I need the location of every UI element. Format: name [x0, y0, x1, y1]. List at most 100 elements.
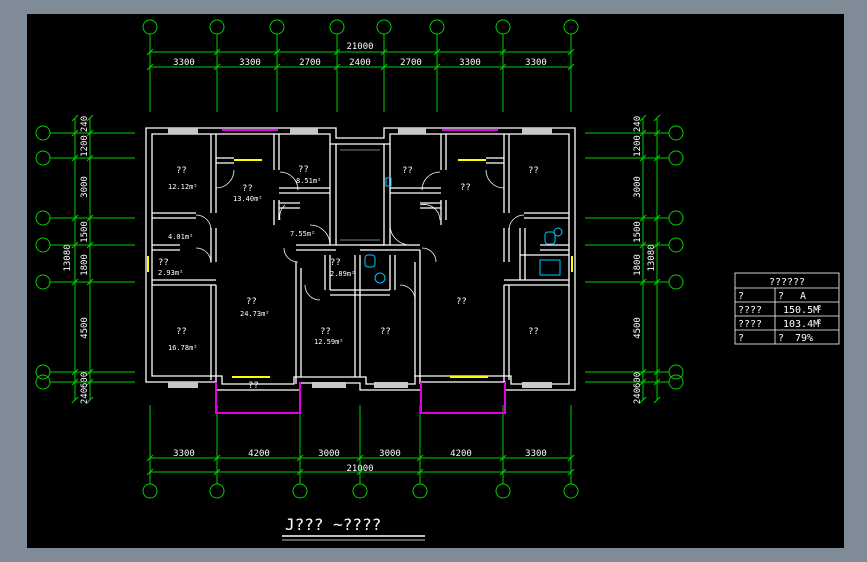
right-dim-7: 600 [633, 372, 643, 388]
right-total-dimension: 13080 [647, 244, 657, 271]
room-name: ?? [456, 297, 467, 307]
top-dim-4: 2400 [349, 58, 371, 68]
room-name: ?? [298, 165, 309, 175]
room-area: 12.59m² [314, 338, 344, 346]
axis-bubble [668, 274, 684, 290]
table-cell: ? [738, 291, 744, 302]
room-name: ?? [246, 297, 257, 307]
drawing-title: J??? ~???? [282, 515, 425, 541]
room-area: 7.55m² [290, 230, 315, 238]
right-segment-labels: 240 1200 3000 1500 1800 4500 600 240 [633, 116, 643, 404]
table-cell: A [800, 291, 806, 302]
left-dim-4: 1500 [80, 221, 90, 243]
axis-bubble [35, 125, 51, 141]
axis-bubble [376, 19, 392, 35]
axis-bubble [209, 483, 225, 499]
room-name: ?? [320, 327, 331, 337]
left-dimension-lines [71, 114, 94, 404]
bottom-dim-3: 3000 [318, 449, 340, 459]
right-dim-5: 1800 [633, 254, 643, 276]
top-total-dimension: 21000 [346, 42, 373, 52]
room-area: 8.51m² [296, 177, 321, 185]
axis-bubble [668, 374, 684, 390]
room-name: ?? [460, 183, 471, 193]
left-dim-5: 1800 [80, 254, 90, 276]
table-cell: ? [738, 333, 744, 344]
room-area: 2.93m² [158, 269, 183, 277]
room-name: ?? [248, 381, 259, 391]
dimension-tick [86, 114, 94, 122]
axis-bubble [352, 483, 368, 499]
dimension-tick [71, 114, 79, 122]
room-area: 2.89m² [330, 270, 355, 278]
axis-bubble [329, 19, 345, 35]
left-dim-3: 3000 [80, 176, 90, 198]
room-name: ?? [330, 258, 341, 268]
left-total-dimension: 13080 [63, 244, 73, 271]
dimension-tick [653, 396, 661, 404]
axis-bubble [35, 210, 51, 226]
top-dim-1: 3300 [173, 58, 195, 68]
right-dim-1: 240 [633, 116, 643, 132]
room-name: ?? [242, 184, 253, 194]
drawing-title-text: J??? ~???? [285, 515, 381, 534]
bottom-dim-2: 4200 [248, 449, 270, 459]
top-dim-5: 2700 [400, 58, 422, 68]
table-cell: ? [778, 333, 784, 344]
top-dim-3: 2700 [299, 58, 321, 68]
table-cell: ???? [738, 305, 762, 316]
table-cell: ? [778, 291, 784, 302]
axis-bubble [35, 274, 51, 290]
top-dim-7: 3300 [525, 58, 547, 68]
right-dim-3: 3000 [633, 176, 643, 198]
room-area: 12.12m² [168, 183, 198, 191]
axis-bubble [35, 150, 51, 166]
room-name: ?? [528, 327, 539, 337]
axis-bubble [668, 150, 684, 166]
bottom-dim-4: 3000 [379, 449, 401, 459]
axis-bubble [495, 483, 511, 499]
table-title: ?????? [769, 277, 805, 288]
area-table: ?????? ? ? A ???? 150.5M 2 ???? 103.4M 2… [734, 272, 840, 345]
top-segment-labels: 3300 3300 2700 2400 2700 3300 3300 [173, 58, 547, 68]
room-area: 16.78m² [168, 344, 198, 352]
dimension-tick [639, 396, 647, 404]
room-name: ?? [402, 166, 413, 176]
bottom-dim-5: 4200 [450, 449, 472, 459]
axis-bubbles [35, 19, 684, 499]
left-dim-6: 4500 [80, 317, 90, 339]
axis-bubble [429, 19, 445, 35]
dimension-tick [639, 114, 647, 122]
axis-bubble [35, 374, 51, 390]
dimension-tick [653, 114, 661, 122]
axis-bubble [35, 237, 51, 253]
dimension-tick [71, 396, 79, 404]
room-area: 4.01m² [168, 233, 193, 241]
left-dim-8: 240 [80, 388, 90, 404]
table-cell: 150.5M [783, 305, 819, 316]
axis-bubble [495, 19, 511, 35]
axis-bubble [668, 210, 684, 226]
axis-bubble [563, 483, 579, 499]
floor-plan [145, 127, 576, 414]
axis-bubble [209, 19, 225, 35]
dimension-tick [86, 396, 94, 404]
cad-canvas[interactable] [27, 14, 844, 548]
axis-bubble [563, 19, 579, 35]
room-name: ?? [380, 327, 391, 337]
bottom-segment-labels: 3300 4200 3000 3000 4200 3300 [173, 449, 547, 459]
right-dim-6: 4500 [633, 317, 643, 339]
room-name: ?? [528, 166, 539, 176]
axis-bubble [668, 237, 684, 253]
room-name: ?? [176, 327, 187, 337]
room-labels: ?? 12.12m² ?? 13.40m² ?? 8.51m² 4.01m² 7… [158, 165, 539, 391]
table-cell: 103.4M [783, 319, 819, 330]
axis-bubble [412, 483, 428, 499]
left-dim-7: 600 [80, 372, 90, 388]
room-area: 13.40m² [233, 195, 263, 203]
axis-bubble [269, 19, 285, 35]
top-dim-6: 3300 [459, 58, 481, 68]
axis-bubble [142, 483, 158, 499]
bottom-dim-1: 3300 [173, 449, 195, 459]
